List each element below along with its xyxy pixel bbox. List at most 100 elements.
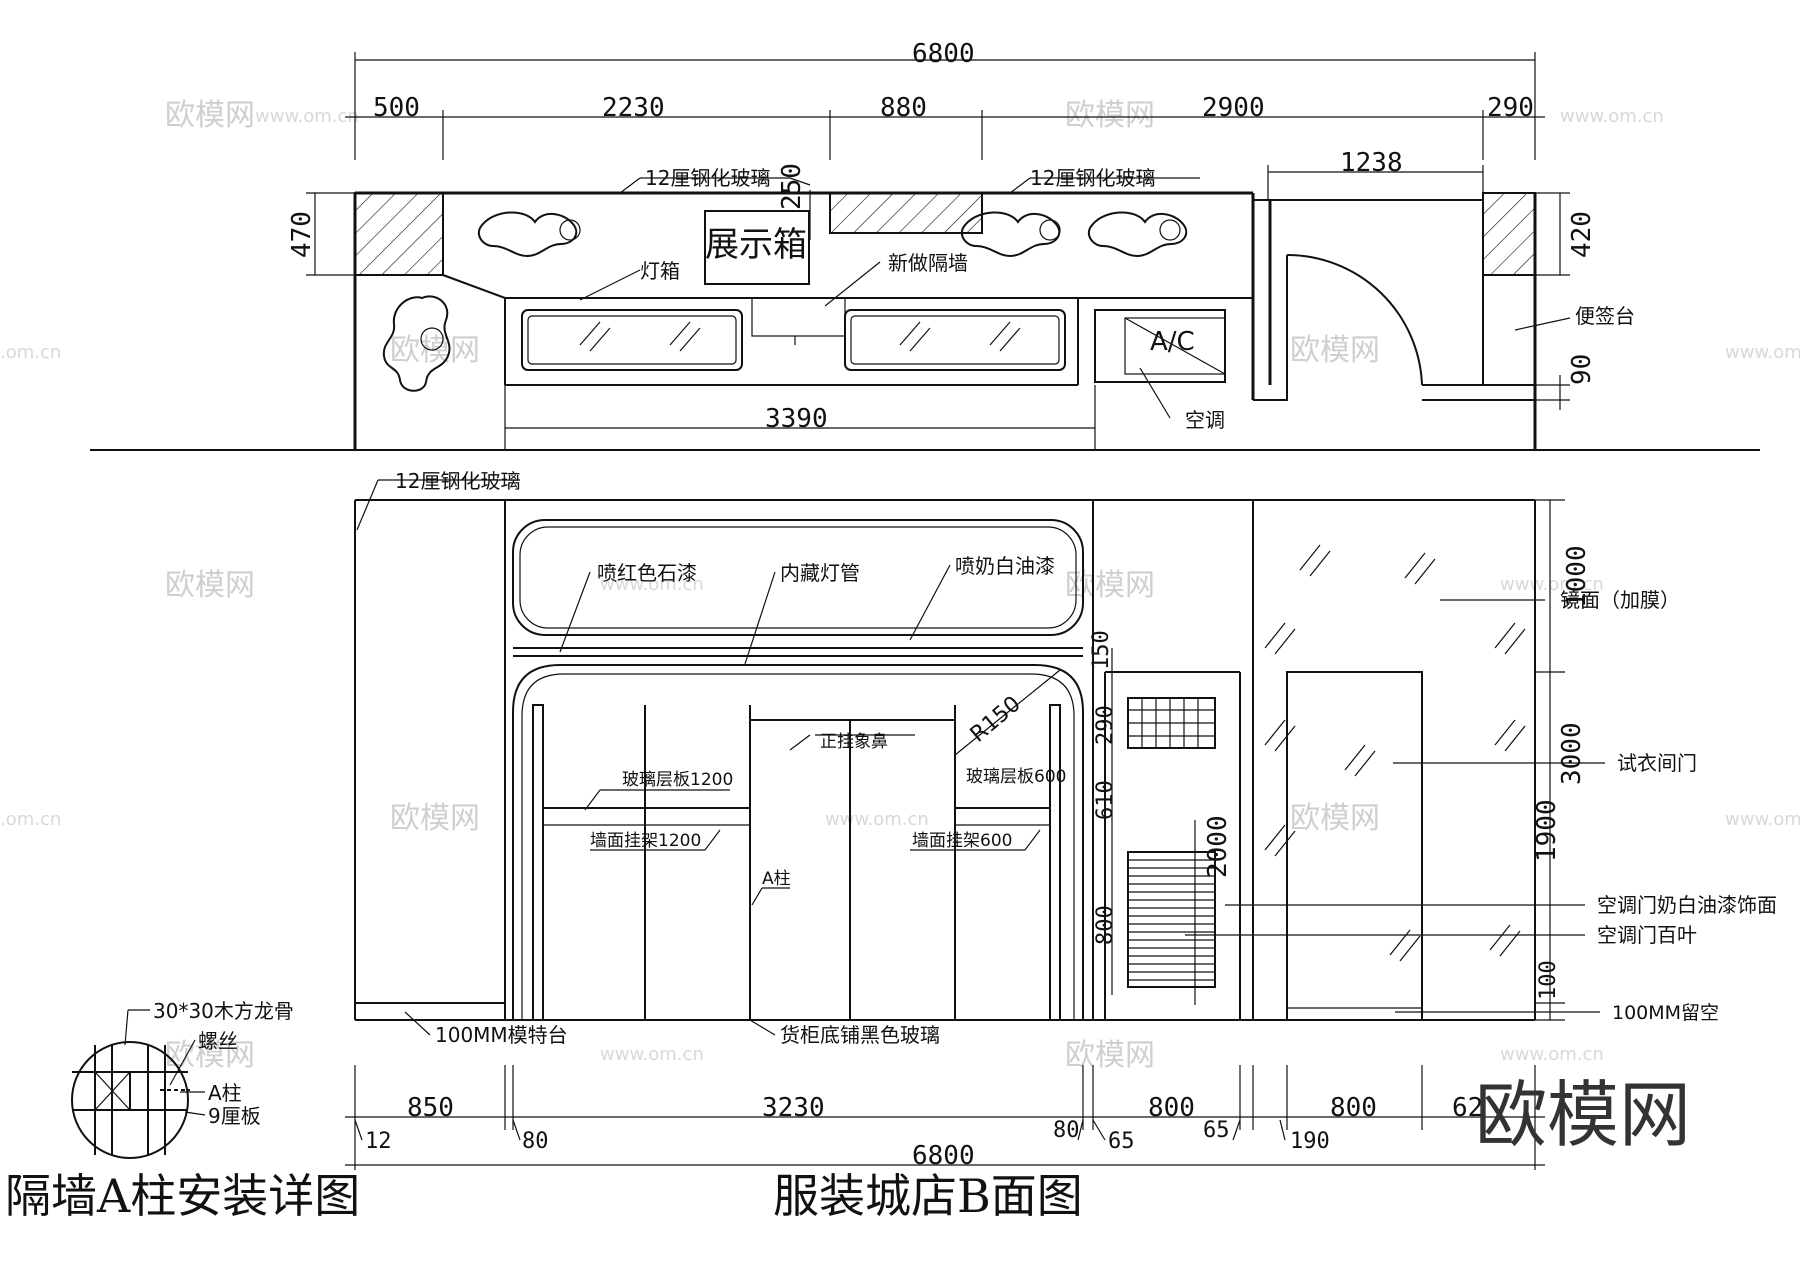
watermark: 欧模网 [165, 98, 255, 133]
elev-bottom-dims: 850 3230 800 800 62 [407, 1093, 1483, 1123]
watermark-url: www.om.cn [600, 574, 704, 595]
watermark: 欧模网 [1290, 801, 1380, 836]
watermark-url: www.om.cn [1560, 106, 1664, 127]
dim-800a: 800 [1148, 1093, 1195, 1123]
watermark: 欧模网 [390, 801, 480, 836]
mannequin-icon [960, 211, 1061, 258]
dim-80b: 80 [1053, 1118, 1080, 1143]
dim-2900: 2900 [1202, 93, 1265, 123]
watermark-url: www.om.cn [255, 106, 359, 127]
dim-12: 12 [365, 1129, 392, 1154]
dim-190: 190 [1290, 1129, 1330, 1154]
glass-label-2: 12厘钢化玻璃 [1030, 166, 1155, 190]
screw-label: 螺丝 [198, 1029, 238, 1053]
plan-top-dims: 500 2230 880 2900 290 [373, 93, 1534, 123]
watermarks: 欧模网 www.om.cn 欧模网 www.om.cn 欧模网 .om.cn 欧… [0, 98, 1800, 1073]
note-desk-label: 便签台 [1575, 304, 1635, 328]
pillar-detail: 30*30木方龙骨 螺丝 A柱 9厘板 [71, 999, 294, 1159]
elevation-title: 服装城店B面图 [773, 1169, 1083, 1223]
plan-view: 6800 500 2230 880 2900 290 470 [90, 39, 1760, 451]
dim-800b: 800 [1330, 1093, 1377, 1123]
dim-62: 62 [1452, 1093, 1483, 1123]
watermark: 欧模网 [1290, 333, 1380, 368]
dim-420: 420 [1567, 211, 1597, 258]
watermark: 欧模网 [390, 333, 480, 368]
pillar-detail-label: A柱 [208, 1081, 242, 1105]
watermark-url: .om.cn [0, 809, 61, 830]
dim-65a: 65 [1108, 1129, 1135, 1154]
elevation-view: 12厘钢化玻璃 100MM模特台 喷红色石漆 内藏灯管 喷奶白油漆 R150 [345, 469, 1777, 1171]
ac-door-paint-label: 空调门奶白油漆饰面 [1597, 893, 1777, 917]
mirror-hatch [1264, 544, 1526, 962]
dim-470: 470 [287, 211, 317, 258]
dim-2000: 2000 [1203, 815, 1233, 878]
shelf1200-label: 玻璃层板1200 [622, 770, 733, 790]
dim-90: 90 [1567, 354, 1597, 385]
ac-label: 空调 [1185, 408, 1225, 432]
dim-65b: 65 [1203, 1118, 1230, 1143]
watermark-url: www.om.cn [600, 1044, 704, 1065]
gap100-label: 100MM留空 [1612, 1002, 1719, 1024]
watermark-url: www.om.cn [1500, 574, 1604, 595]
ac-box-label: A/C [1150, 327, 1195, 357]
new-wall-label: 新做隔墙 [888, 251, 968, 275]
mannequin-icon [477, 211, 581, 258]
elev-small-dims: 12 80 80 65 65 190 [354, 1118, 1330, 1154]
black-glass-label: 货柜底铺黑色玻璃 [780, 1023, 940, 1047]
mannequin-icon [1087, 211, 1188, 258]
hidden-tube-label: 内藏灯管 [780, 561, 860, 585]
shelf600-label: 玻璃层板600 [966, 767, 1066, 787]
dim-290: 290 [1093, 705, 1118, 745]
model-stage-label: 100MM模特台 [435, 1023, 568, 1047]
dim-500: 500 [373, 93, 420, 123]
white-paint-label: 喷奶白油漆 [955, 554, 1055, 578]
watermark-url: www.om.cn [1500, 1044, 1604, 1065]
red-paint-label: 喷红色石漆 [597, 561, 697, 585]
fitting-door-label: 试衣间门 [1617, 751, 1697, 775]
dim-2230: 2230 [602, 93, 665, 123]
dim-1238: 1238 [1340, 148, 1403, 178]
mirror-label: 镜面（加膜） [1560, 588, 1680, 612]
dim-290: 290 [1487, 93, 1534, 123]
showcase-box [704, 210, 810, 285]
mannequin-icon [382, 295, 451, 392]
brand-logo: 欧模网 [1475, 1073, 1691, 1157]
pillar-label: A柱 [762, 869, 791, 889]
watermark-url: www.om.cn [1725, 809, 1800, 830]
dim-880: 880 [880, 93, 927, 123]
rack600-label: 墙面挂架600 [912, 831, 1012, 851]
dim-250: 250 [777, 163, 807, 210]
detail-title: 隔墙A柱安装详图 [5, 1169, 360, 1223]
watermark: 欧模网 [1065, 98, 1155, 133]
watermark-url: www.om.cn [825, 809, 929, 830]
dim-3230: 3230 [762, 1093, 825, 1123]
dim-610: 610 [1093, 780, 1118, 820]
glass-label-1: 12厘钢化玻璃 [645, 166, 770, 190]
elev-glass-label: 12厘钢化玻璃 [395, 469, 520, 493]
dim-800: 800 [1093, 905, 1118, 945]
louver-slats [1128, 859, 1215, 981]
dim-850: 850 [407, 1093, 454, 1123]
watermark: 欧模网 [1065, 1038, 1155, 1073]
dim-1000: 1000 [1562, 545, 1592, 608]
dim-total-bottom: 6800 [912, 1141, 975, 1171]
board-label: 9厘板 [208, 1104, 261, 1128]
watermark-url: .om.cn [0, 342, 61, 363]
dim-100: 100 [1536, 960, 1561, 1000]
ac-door-louver-label: 空调门百叶 [1597, 923, 1697, 947]
wood-label: 30*30木方龙骨 [153, 999, 294, 1023]
watermark: 欧模网 [165, 568, 255, 603]
dim-3000: 3000 [1557, 722, 1587, 785]
rack1200-label: 墙面挂架1200 [590, 831, 701, 851]
lightbox-label: 灯箱 [640, 259, 680, 283]
hanger-label: 正挂象鼻 [820, 732, 888, 752]
dim-1900: 1900 [1532, 799, 1562, 862]
watermark-url: www.om.cn [1725, 342, 1800, 363]
dim-total-top: 6800 [912, 39, 975, 69]
dim-150: 150 [1089, 630, 1114, 670]
dim-3390: 3390 [765, 404, 828, 434]
showcase-label: 展示箱 [705, 225, 807, 265]
watermark: 欧模网 [1065, 568, 1155, 603]
dim-80a: 80 [522, 1129, 549, 1154]
